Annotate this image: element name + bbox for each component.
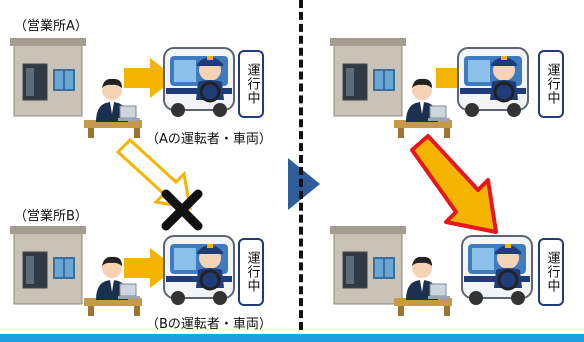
office-b-label: （営業所B） bbox=[14, 209, 88, 224]
x-mark-icon bbox=[161, 189, 203, 231]
a-bus-driver bbox=[162, 46, 236, 119]
b-driver-vehicle-label: （Bの運転者・車両） bbox=[146, 317, 272, 332]
office-a-building-after bbox=[329, 37, 407, 117]
blocked-arrow bbox=[115, 137, 192, 210]
status-text-b: 運行中 bbox=[244, 251, 260, 293]
office-b-building bbox=[9, 225, 87, 305]
status-text-a-after: 運行中 bbox=[544, 63, 560, 105]
b-bus-driver bbox=[162, 234, 236, 307]
status-box-a: 運行中 bbox=[238, 50, 264, 118]
status-text-a: 運行中 bbox=[244, 63, 260, 105]
office-b-building-after bbox=[329, 225, 407, 305]
a-driver-vehicle-label: （Aの運転者・車両） bbox=[146, 132, 272, 147]
office-a-label: （営業所A） bbox=[14, 19, 88, 34]
a-bus-driver-after bbox=[456, 46, 530, 119]
panel-divider bbox=[299, 0, 303, 330]
office-b-staff-after bbox=[393, 256, 453, 317]
office-a-building bbox=[9, 37, 87, 117]
play-triangle-icon bbox=[288, 158, 320, 210]
status-box-b: 運行中 bbox=[238, 238, 264, 306]
bottom-rule bbox=[0, 334, 584, 342]
status-box-moved: 運行中 bbox=[538, 238, 564, 306]
status-box-a-after: 運行中 bbox=[538, 50, 564, 118]
shared-dispatch-arrow bbox=[410, 134, 498, 234]
a-bus-driver-moved bbox=[460, 234, 534, 307]
status-text-moved: 運行中 bbox=[544, 251, 560, 293]
